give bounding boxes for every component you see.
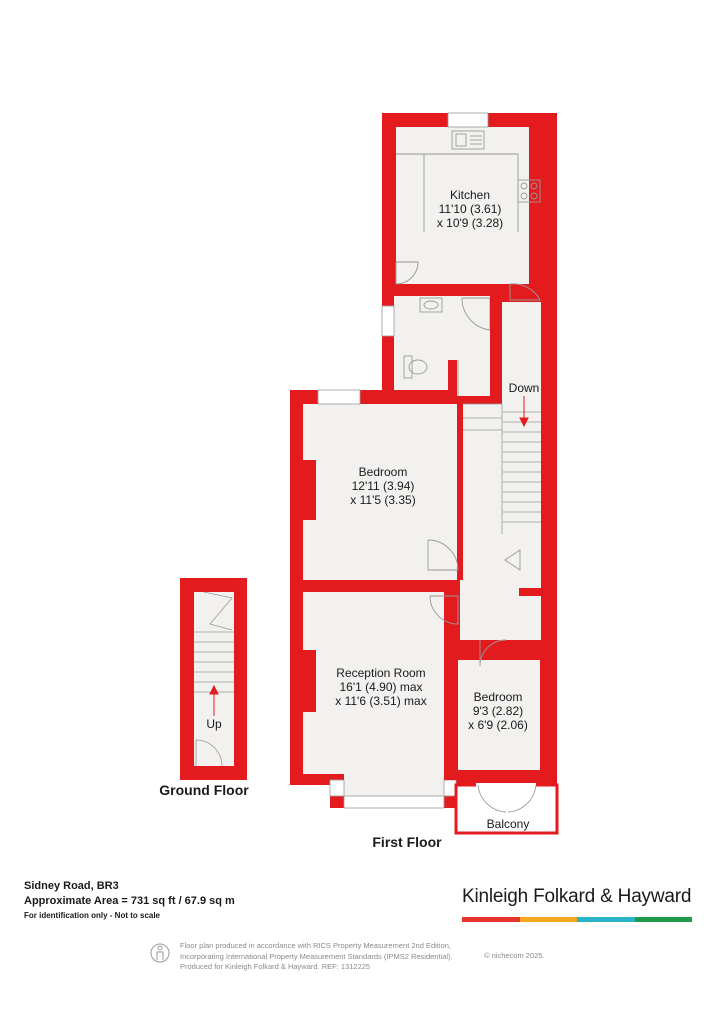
reception-floor — [303, 592, 444, 774]
room-labels: Kitchen 11'10 (3.61) x 10'9 (3.28) Bedro… — [159, 188, 539, 850]
bedroom-one-dim2: x 11'5 (3.35) — [350, 493, 415, 507]
property-address: Sidney Road, BR3 — [24, 880, 119, 892]
kitchen-dim1: 11'10 (3.61) — [439, 202, 502, 216]
brand-stripe-cyan — [577, 917, 635, 922]
bathroom-window — [381, 305, 395, 337]
kitchen-fixtures — [396, 130, 541, 232]
reception-door — [429, 595, 459, 625]
brand-stripe-green — [634, 917, 692, 922]
balcony — [454, 783, 559, 835]
bedroom-one-door — [427, 539, 459, 571]
footer-line-2: Incorporating International Property Mea… — [180, 951, 453, 961]
doors — [395, 261, 541, 667]
footer-copyright: © nichecom 2025. — [484, 951, 545, 960]
stairs-down-label: Down — [509, 381, 540, 395]
ground-floor-door — [195, 739, 223, 767]
kitchen-floor — [396, 127, 529, 262]
reception-dim1: 16'1 (4.90) max — [340, 680, 423, 694]
bay-window-floor — [344, 774, 444, 796]
footer-line-1: Floor plan produced in accordance with R… — [180, 941, 451, 950]
cupboard-door — [504, 549, 521, 571]
bedroom-two-dim2: x 6'9 (2.06) — [468, 718, 528, 732]
first-floor-label: First Floor — [372, 834, 442, 850]
ground-floor — [180, 578, 247, 780]
property-area: Approximate Area = 731 sq ft / 67.9 sq m — [24, 895, 235, 907]
brand-stripe-yellow — [519, 917, 577, 922]
bedroom-one-name: Bedroom — [359, 465, 408, 479]
stairs-up-label: Up — [206, 717, 222, 731]
bedroom-two-dim1: 9'3 (2.82) — [473, 704, 523, 718]
shower-icon — [461, 297, 491, 331]
bedroom-two-floor — [458, 660, 540, 770]
balcony-name: Balcony — [487, 817, 530, 831]
bedroom-window — [317, 389, 361, 405]
brand-stripe — [462, 917, 692, 922]
bedroom-two-door — [479, 639, 507, 667]
landing-door — [509, 283, 541, 301]
brand-stripe-red — [462, 917, 520, 922]
down-arrow — [519, 396, 529, 428]
toilet-icon — [408, 359, 428, 375]
footer-notes: Floor plan produced in accordance with R… — [180, 941, 580, 973]
windows — [317, 112, 489, 809]
rics-icon — [150, 943, 170, 963]
kitchen-name: Kitchen — [450, 188, 490, 202]
up-arrow — [209, 684, 219, 716]
balcony-doors — [477, 784, 537, 813]
chimney-breasts — [303, 232, 542, 712]
kitchen-window — [447, 112, 489, 128]
ground-floor-hall — [194, 592, 234, 766]
inner-walls — [290, 284, 557, 784]
footer-line-3: Produced for Kinleigh Folkard & Hayward.… — [180, 962, 371, 971]
kitchen-dim2: x 10'9 (3.28) — [437, 216, 503, 230]
bedroom-two-name: Bedroom — [474, 690, 523, 704]
bay-window-right — [443, 779, 457, 797]
ground-floor-label: Ground Floor — [159, 782, 249, 798]
basin-icon — [419, 297, 443, 313]
first-floor-rooms — [303, 127, 541, 796]
bathroom-floor — [394, 296, 490, 396]
brand-logo: Kinleigh Folkard & Hayward — [462, 886, 692, 907]
stairs-treads — [463, 403, 541, 534]
hob-icon — [517, 179, 541, 203]
bay-window — [343, 795, 445, 809]
disclaimer-text: For identification only - Not to scale — [24, 911, 161, 920]
hall-floor — [460, 570, 519, 640]
bedroom-one-dim1: 12'11 (3.94) — [352, 479, 415, 493]
toilet-cistern-icon — [403, 355, 413, 379]
kitchen-passage-floor — [396, 262, 529, 284]
floor-plan: Kitchen 11'10 (3.61) x 10'9 (3.28) Bedro… — [159, 112, 559, 850]
reception-dim2: x 11'6 (3.51) max — [335, 694, 426, 708]
bedroom-one-floor — [303, 404, 457, 580]
reception-name: Reception Room — [336, 666, 425, 680]
sink-icon — [451, 130, 485, 150]
bay-window-left — [329, 779, 345, 797]
cupboard-floor — [523, 596, 541, 646]
kitchen-door — [395, 261, 419, 285]
bathroom-fixtures — [403, 297, 491, 379]
